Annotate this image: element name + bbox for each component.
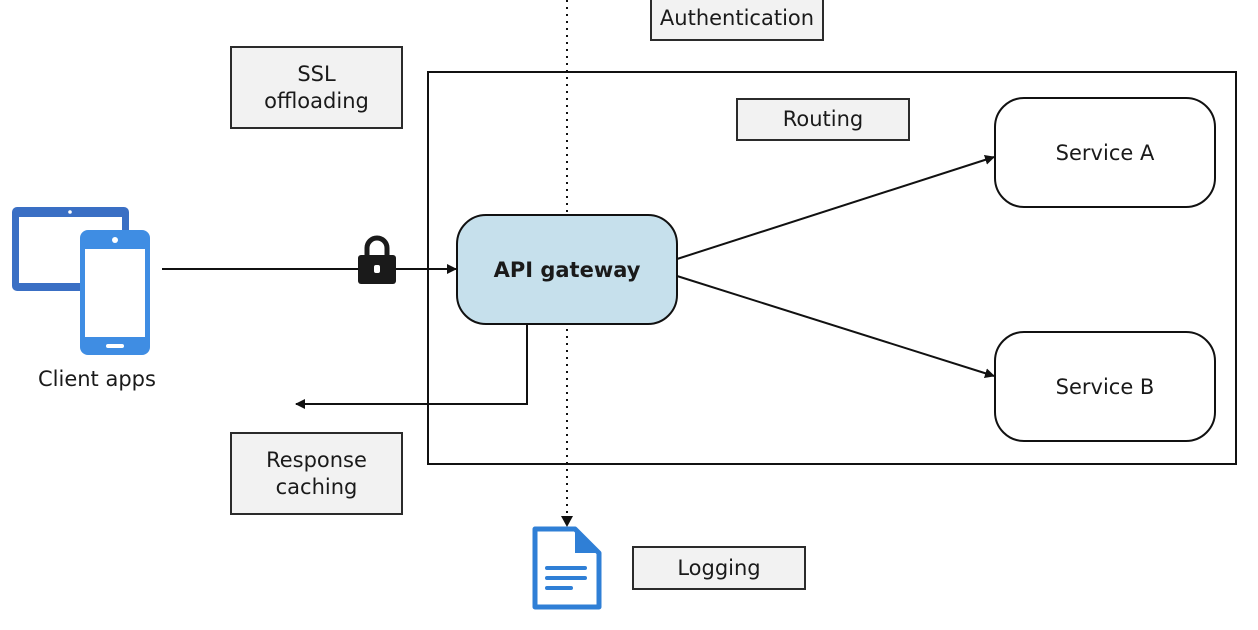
document-icon bbox=[532, 526, 602, 610]
gateway-to-service-a-arrow bbox=[676, 154, 995, 260]
lock-icon bbox=[358, 235, 396, 284]
authentication-label: Authentication bbox=[650, 0, 824, 41]
service-b-node: Service B bbox=[994, 331, 1216, 442]
ssl-offloading-label: SSL offloading bbox=[230, 46, 403, 129]
dotted-trace-arrowhead bbox=[561, 516, 573, 527]
gateway-to-service-b-arrow bbox=[676, 275, 995, 379]
logging-label: Logging bbox=[632, 546, 806, 590]
response-caching-label: Response caching bbox=[230, 432, 403, 515]
routing-label: Routing bbox=[736, 98, 910, 141]
service-a-node: Service A bbox=[994, 97, 1216, 208]
tablet-and-phone-icon bbox=[12, 207, 150, 355]
response-caching-arrow bbox=[295, 324, 528, 409]
client-apps-label: Client apps bbox=[38, 367, 156, 391]
backend-boundary bbox=[427, 71, 1237, 465]
api-gateway-node: API gateway bbox=[456, 214, 678, 325]
